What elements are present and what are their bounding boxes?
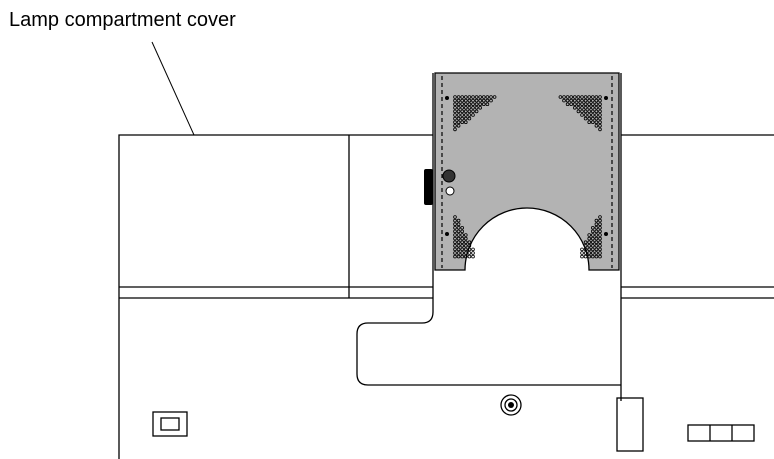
lower-left-port-inner (160, 417, 180, 431)
vent-holes-bottom-right (580, 215, 602, 259)
projector-lower-body (152, 394, 755, 452)
vent-holes-bottom-left (453, 215, 475, 259)
cover-screw-bottom-right (604, 232, 608, 236)
cover-release-tab[interactable] (424, 169, 433, 205)
lamp-compartment-cover (434, 72, 620, 271)
cover-screw-top-right (604, 96, 608, 100)
lower-right-slot (616, 397, 644, 452)
cover-latch-button[interactable] (442, 169, 456, 183)
callout-leader-line (151, 41, 195, 136)
vent-holes-top-left (453, 95, 497, 132)
projector-upper-right-panel (621, 134, 774, 299)
center-knob (500, 394, 522, 416)
callout-label: Lamp compartment cover (9, 9, 236, 31)
lower-left-port (152, 411, 188, 437)
projector-upper-left-panel (118, 134, 433, 459)
cover-screw-bottom-left (445, 232, 449, 236)
lower-right-button-row (687, 424, 755, 442)
cover-screw-top-left (445, 96, 449, 100)
vent-holes-top-right (558, 95, 602, 132)
cover-indicator-hole (445, 186, 455, 196)
